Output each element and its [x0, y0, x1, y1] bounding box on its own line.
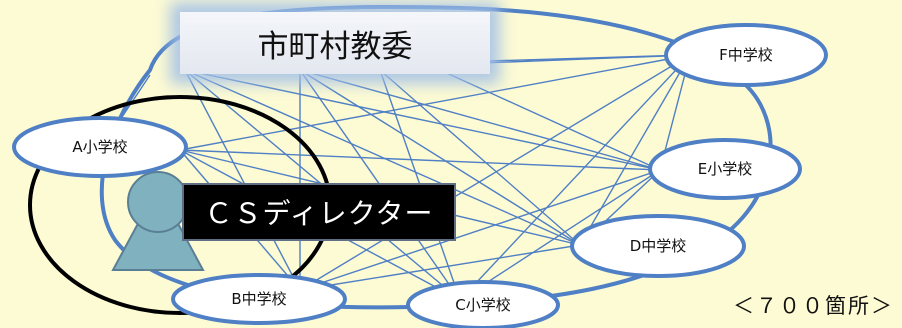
- school-e-label: E小学校: [698, 160, 752, 178]
- board-of-education-box: 市町村教委: [180, 12, 490, 74]
- school-node-e: E小学校: [648, 138, 802, 200]
- school-node-b: B中学校: [171, 273, 347, 325]
- school-b-label: B中学校: [231, 290, 286, 308]
- school-d-label: D中学校: [630, 237, 687, 255]
- cs-director-box: ＣＳディレクター: [182, 183, 456, 241]
- school-node-d: D中学校: [570, 214, 746, 278]
- school-node-c: C小学校: [406, 280, 560, 328]
- school-node-f: F中学校: [664, 23, 828, 87]
- board-of-education-label: 市町村教委: [257, 28, 413, 65]
- cs-director-label: ＣＳディレクター: [204, 197, 434, 230]
- school-f-label: F中学校: [719, 46, 773, 64]
- school-node-a: A小学校: [12, 116, 188, 178]
- location-count-label: ＜７００箇所＞: [733, 294, 894, 318]
- school-a-label: A小学校: [72, 138, 127, 156]
- school-c-label: C小学校: [455, 296, 510, 314]
